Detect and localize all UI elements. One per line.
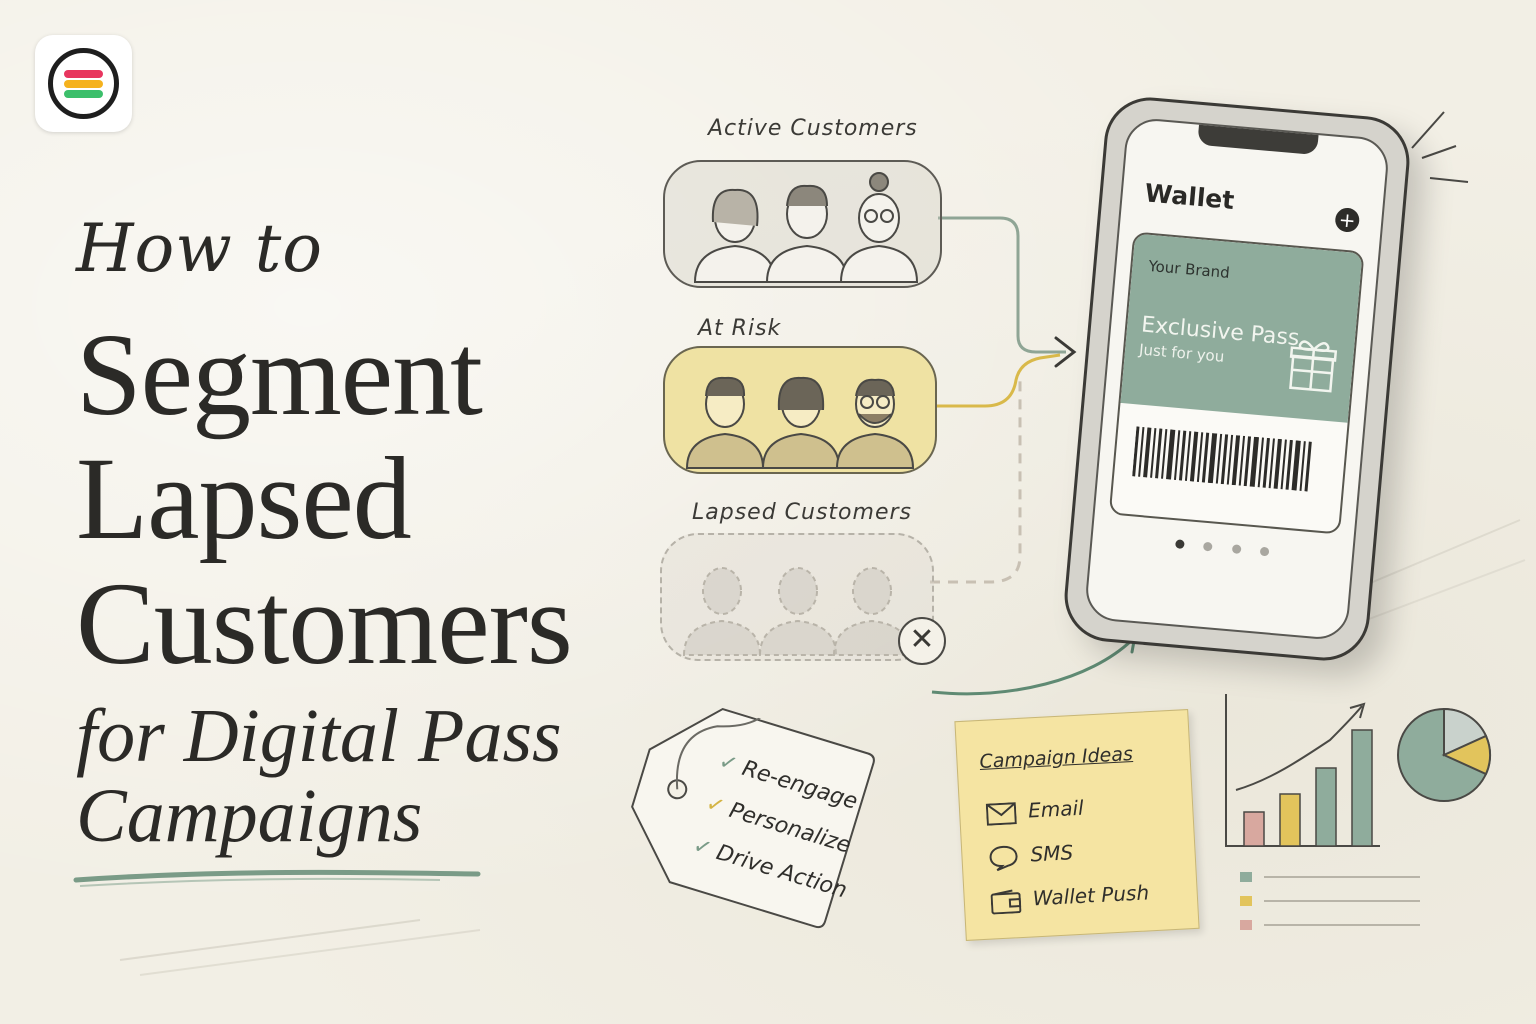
chart-bar — [1351, 729, 1373, 847]
chart-legend — [1240, 872, 1420, 930]
chart-bar — [1243, 811, 1265, 847]
segment-label-active: Active Customers — [708, 116, 918, 141]
phone-mockup: Wallet + Your Brand Exclusive Pass Just … — [1060, 93, 1414, 665]
people-group-icon — [693, 172, 919, 283]
chat-bubble-icon — [989, 845, 1018, 871]
app-logo[interactable] — [35, 35, 132, 132]
pie-chart-icon — [1397, 707, 1492, 802]
title-line-segment: Segment — [76, 309, 483, 440]
title-underline — [73, 869, 481, 883]
campaign-idea-wallet-push: Wallet Push — [990, 880, 1150, 914]
title-line-campaigns: Campaigns — [76, 774, 423, 858]
segment-label-at-risk: At Risk — [698, 316, 782, 341]
goals-tag: ✓Re-engage ✓Personalize ✓Drive Action — [612, 690, 878, 932]
title-line-customers: Customers — [76, 558, 573, 689]
title-line-for-digital-pass: for Digital Pass — [76, 694, 562, 778]
segment-label-lapsed: Lapsed Customers — [692, 500, 912, 525]
campaign-ideas-note: Campaign Ideas Email SMS Wallet Push — [954, 709, 1200, 941]
segment-group-active[interactable] — [663, 160, 942, 288]
chart-bar — [1315, 767, 1337, 847]
connector-at-risk — [933, 353, 1061, 408]
gift-icon — [1289, 340, 1338, 393]
title-line-how-to: How to — [76, 210, 324, 287]
chart-bar — [1279, 793, 1301, 847]
curved-arrow — [931, 638, 1134, 696]
arrow-head-icon — [1054, 336, 1077, 368]
logo-stripe-yellow — [64, 80, 103, 88]
connector-lapsed — [930, 380, 1022, 584]
phone-screen: Wallet + Your Brand Exclusive Pass Just … — [1083, 116, 1391, 642]
barcode-icon — [1132, 426, 1312, 492]
campaign-idea-sms: SMS — [988, 840, 1074, 871]
connector-active — [938, 216, 1066, 354]
faded-people-group-icon — [682, 567, 912, 656]
wallet-icon — [990, 888, 1022, 914]
segment-group-at-risk[interactable] — [663, 346, 937, 474]
segment-group-lapsed[interactable] — [660, 533, 934, 661]
logo-stripe-green — [64, 90, 103, 98]
envelope-icon — [985, 801, 1017, 826]
digital-pass-card[interactable]: Your Brand Exclusive Pass Just for you — [1108, 231, 1365, 535]
trend-line — [1235, 705, 1363, 791]
close-icon[interactable]: ✕ — [898, 617, 946, 665]
logo-stripes-icon — [48, 48, 119, 119]
tag-shape — [631, 702, 875, 929]
people-group-icon — [685, 376, 915, 469]
title-line-lapsed: Lapsed — [76, 433, 412, 564]
campaign-idea-email: Email — [985, 796, 1085, 826]
logo-stripe-red — [64, 70, 103, 78]
